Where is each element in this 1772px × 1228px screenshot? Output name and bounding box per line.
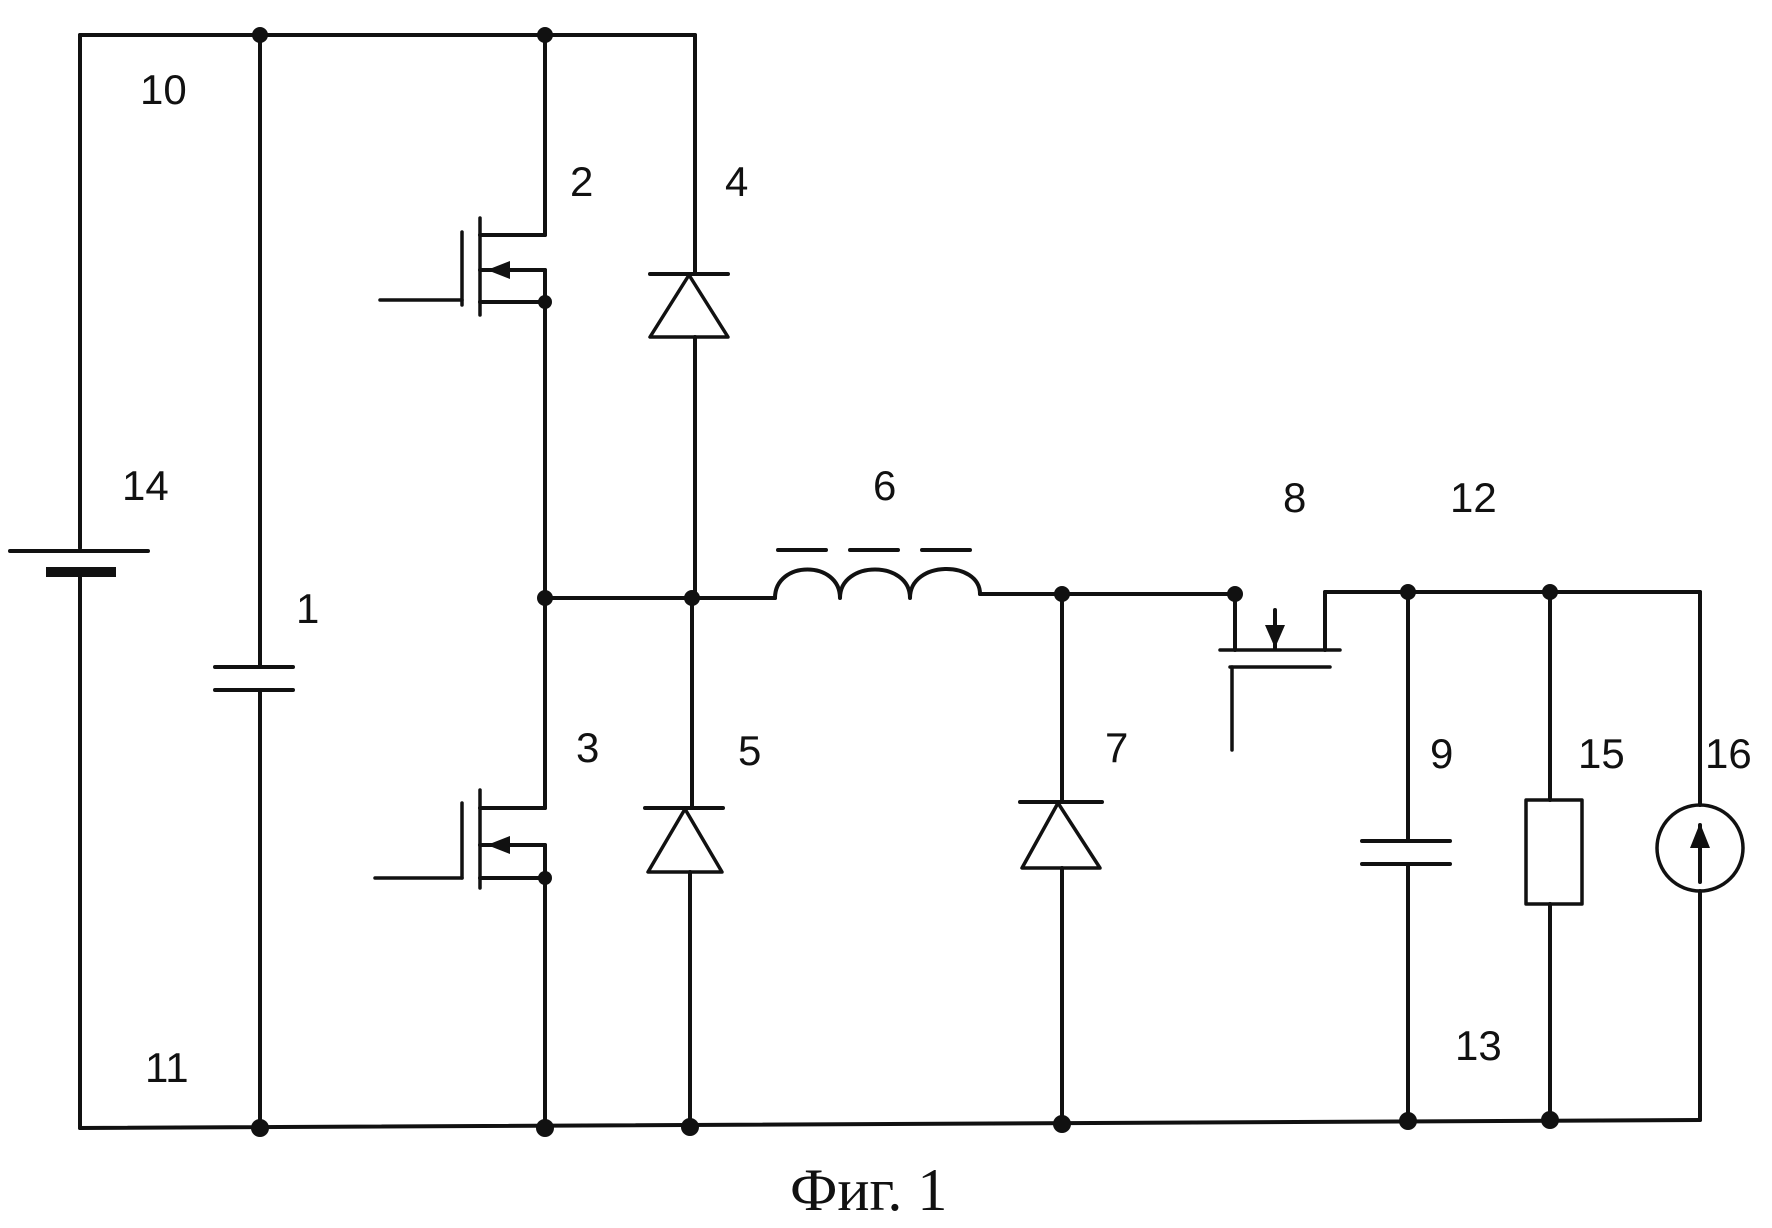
label-5: 5 [738, 727, 761, 774]
label-2: 2 [570, 158, 593, 205]
switch-node-wire [545, 594, 1235, 598]
label-7: 7 [1105, 724, 1128, 771]
label-12: 12 [1450, 474, 1497, 521]
mosfet-2 [380, 35, 545, 598]
label-3: 3 [576, 724, 599, 771]
label-10: 10 [140, 66, 187, 113]
label-13: 13 [1455, 1022, 1502, 1069]
label-16: 16 [1705, 730, 1752, 777]
label-1: 1 [296, 585, 319, 632]
ground-rail [80, 1120, 1700, 1128]
diode-5 [645, 598, 723, 1128]
mosfet-8 [1220, 592, 1340, 750]
label-9: 9 [1430, 730, 1453, 777]
capacitor-1 [215, 35, 293, 1128]
figure-caption: Фиг. 1 [790, 1157, 947, 1223]
mosfet-3 [375, 598, 545, 1128]
label-11: 11 [145, 1044, 189, 1091]
label-15: 15 [1578, 730, 1625, 777]
label-14: 14 [122, 462, 169, 509]
label-6: 6 [873, 462, 896, 509]
resistor-15 [1526, 592, 1582, 1120]
capacitor-9 [1362, 592, 1450, 1120]
diode-4 [650, 35, 728, 598]
label-8: 8 [1283, 474, 1306, 521]
battery-14 [10, 35, 148, 1128]
label-4: 4 [725, 158, 748, 205]
inductor-6 [775, 550, 980, 598]
current-source-16 [1657, 592, 1743, 1120]
diode-7 [1020, 594, 1102, 1124]
